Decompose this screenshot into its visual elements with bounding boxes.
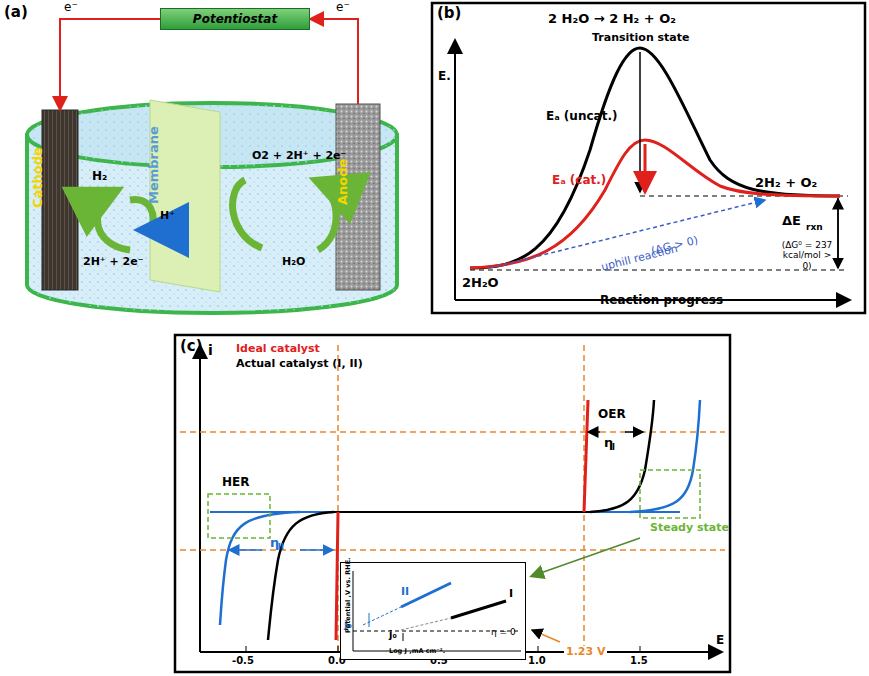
text-label: E.: [438, 70, 451, 84]
node-text: Log J ,mA cm⁻².: [389, 647, 445, 655]
text-label: 1.23 V: [564, 646, 607, 659]
text-label: E: [716, 634, 724, 648]
node-text: Cathode: [30, 147, 45, 208]
text-label: H₂: [92, 170, 107, 184]
text-label: 2H⁺ + 2e⁻: [83, 256, 143, 269]
anode-electrode: Anode: [336, 104, 380, 290]
node-text: Anode: [335, 158, 350, 204]
text-label: II: [278, 543, 284, 552]
text-label: H₂O: [282, 256, 305, 269]
node-text: j₀: [389, 629, 397, 640]
text-label: O2 + 2H⁺ + 2e⁻: [252, 150, 346, 163]
text-label: I: [612, 443, 615, 452]
text-label: (b): [437, 5, 461, 22]
cathode-electrode: Cathode: [42, 110, 78, 290]
text-label: (a): [4, 4, 28, 21]
text-label: 2H₂ + O₂: [755, 176, 817, 191]
electron-label: e⁻: [64, 1, 78, 15]
text-label: (ΔG⁰ = 237 kcal/mol > 0): [778, 240, 836, 271]
node-text: Potentiostat: [193, 12, 277, 26]
node-text: II: [401, 585, 409, 598]
text-label: (c): [180, 338, 203, 355]
node-text: I: [509, 587, 513, 600]
text-label: Ideal catalyst: [236, 343, 320, 356]
text-label: OER: [598, 408, 626, 422]
text-label: η: [604, 436, 613, 451]
node-text: η = 0: [491, 627, 516, 637]
text-label: Eₐ (uncat.): [546, 110, 617, 124]
text-label: rxn: [806, 222, 823, 232]
wire: [60, 19, 160, 110]
node-text: Potential ,V vs. RHE.: [344, 557, 352, 633]
text-label: Eₐ (cat.): [552, 174, 606, 188]
text-label: 1.5: [630, 655, 648, 667]
text-label: H⁺: [160, 210, 175, 223]
membrane-sheet: Membrane: [150, 106, 220, 286]
text-label: 2H₂O: [462, 276, 499, 291]
text-label: ΔE: [782, 214, 801, 229]
inset-plot: [341, 563, 527, 661]
wire: [310, 19, 358, 104]
text-label: Steady state: [650, 522, 729, 535]
text-label: η: [270, 536, 279, 551]
text-label: -0.5: [232, 655, 254, 667]
text-label: Transition state: [592, 32, 690, 45]
tafel-inset: IIIj₀j₀η = 0Potential ,V vs. RHE.Log J ,…: [340, 562, 526, 660]
node-text: Membrane: [146, 126, 161, 204]
electron-label: e⁻: [336, 1, 350, 15]
text-label: i: [208, 342, 213, 358]
text-label: Actual catalyst (I, II): [236, 358, 363, 371]
text-label: 1.0: [528, 655, 546, 667]
text-label: 2 H₂O → 2 H₂ + O₂: [548, 12, 676, 27]
potentiostat-box: Potentiostat: [160, 8, 310, 30]
text-label: Reaction progress: [600, 294, 723, 308]
text-label: HER: [222, 476, 249, 490]
